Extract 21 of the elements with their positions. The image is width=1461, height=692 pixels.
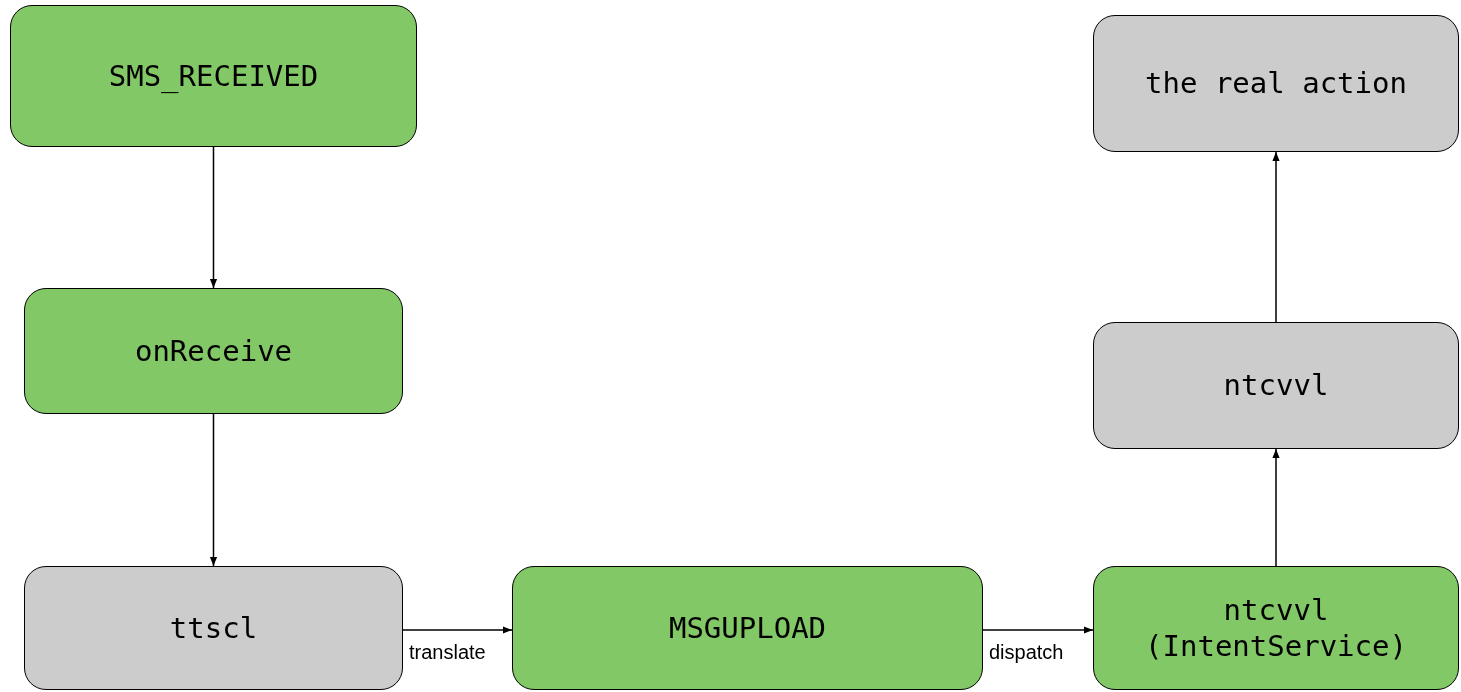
- process-box: [1093, 322, 1459, 449]
- process-box: [24, 288, 403, 414]
- arrow: [209, 413, 218, 567]
- box-label: SMS_RECEIVED: [108, 57, 319, 95]
- process-box: [1093, 15, 1459, 152]
- arrow: [402, 626, 513, 634]
- box-label: onReceive: [134, 332, 293, 370]
- arrow: [982, 626, 1094, 634]
- edge-label: dispatch: [987, 641, 1066, 663]
- arrow: [1272, 448, 1280, 567]
- arrow: [209, 146, 218, 289]
- box-label: ntcvvl (IntentService): [1144, 591, 1408, 665]
- arrow: [1272, 151, 1280, 323]
- process-box: [512, 566, 983, 690]
- process-box: [10, 5, 417, 147]
- box-label: ttscl: [169, 609, 258, 647]
- box-label: ntcvvl: [1223, 367, 1329, 404]
- process-box: [1093, 566, 1459, 690]
- box-label: the real action: [1145, 65, 1407, 102]
- process-box: [24, 566, 403, 690]
- box-label: MSGUPLOAD: [668, 609, 827, 647]
